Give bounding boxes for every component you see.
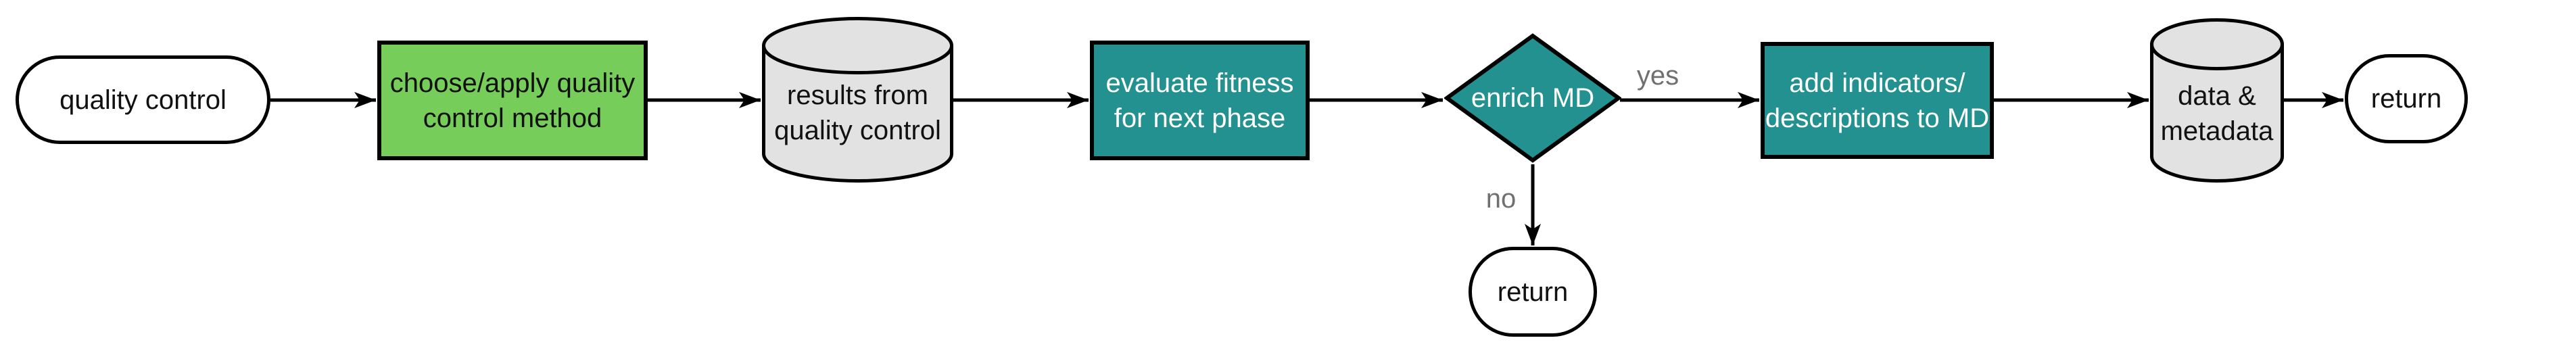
edge-label-no: no — [1485, 184, 1517, 214]
node-return-yes: return — [2345, 54, 2468, 143]
database-cylinder-shape — [762, 17, 953, 183]
decision-diamond-shape — [1444, 33, 1621, 163]
node-label-line: for next phase — [1114, 103, 1286, 133]
node-add-indicators: add indicators/ descriptions to MD — [1761, 42, 1994, 159]
node-label-line: descriptions to MD — [1765, 103, 1990, 133]
node-label-line: metadata — [2160, 116, 2274, 146]
node-label-line: data & — [2178, 80, 2256, 111]
node-results-datastore: results from quality control — [762, 17, 953, 183]
node-label: return — [1497, 277, 1569, 307]
edge-label-yes: yes — [1636, 61, 1679, 91]
node-label-line: add indicators/ — [1789, 68, 1965, 98]
node-return-no: return — [1469, 247, 1597, 337]
database-cylinder-shape — [2150, 18, 2284, 183]
node-evaluate-fitness: evaluate fitness for next phase — [1090, 41, 1310, 160]
node-label: quality control — [59, 85, 226, 115]
node-label-line: control method — [423, 103, 602, 133]
node-choose-apply-method: choose/apply quality control method — [377, 41, 648, 160]
node-label: enrich MD — [1471, 83, 1595, 113]
node-data-metadata-datastore: data & metadata — [2150, 18, 2284, 183]
node-label-line: evaluate fitness — [1105, 68, 1294, 98]
node-label: return — [2370, 84, 2442, 114]
node-label-line: quality control — [774, 115, 941, 145]
node-start-quality-control: quality control — [16, 55, 270, 144]
node-label-line: choose/apply quality — [389, 68, 636, 98]
node-label-line: results from — [787, 80, 928, 110]
node-decision-enrich-md: enrich MD — [1444, 33, 1621, 163]
